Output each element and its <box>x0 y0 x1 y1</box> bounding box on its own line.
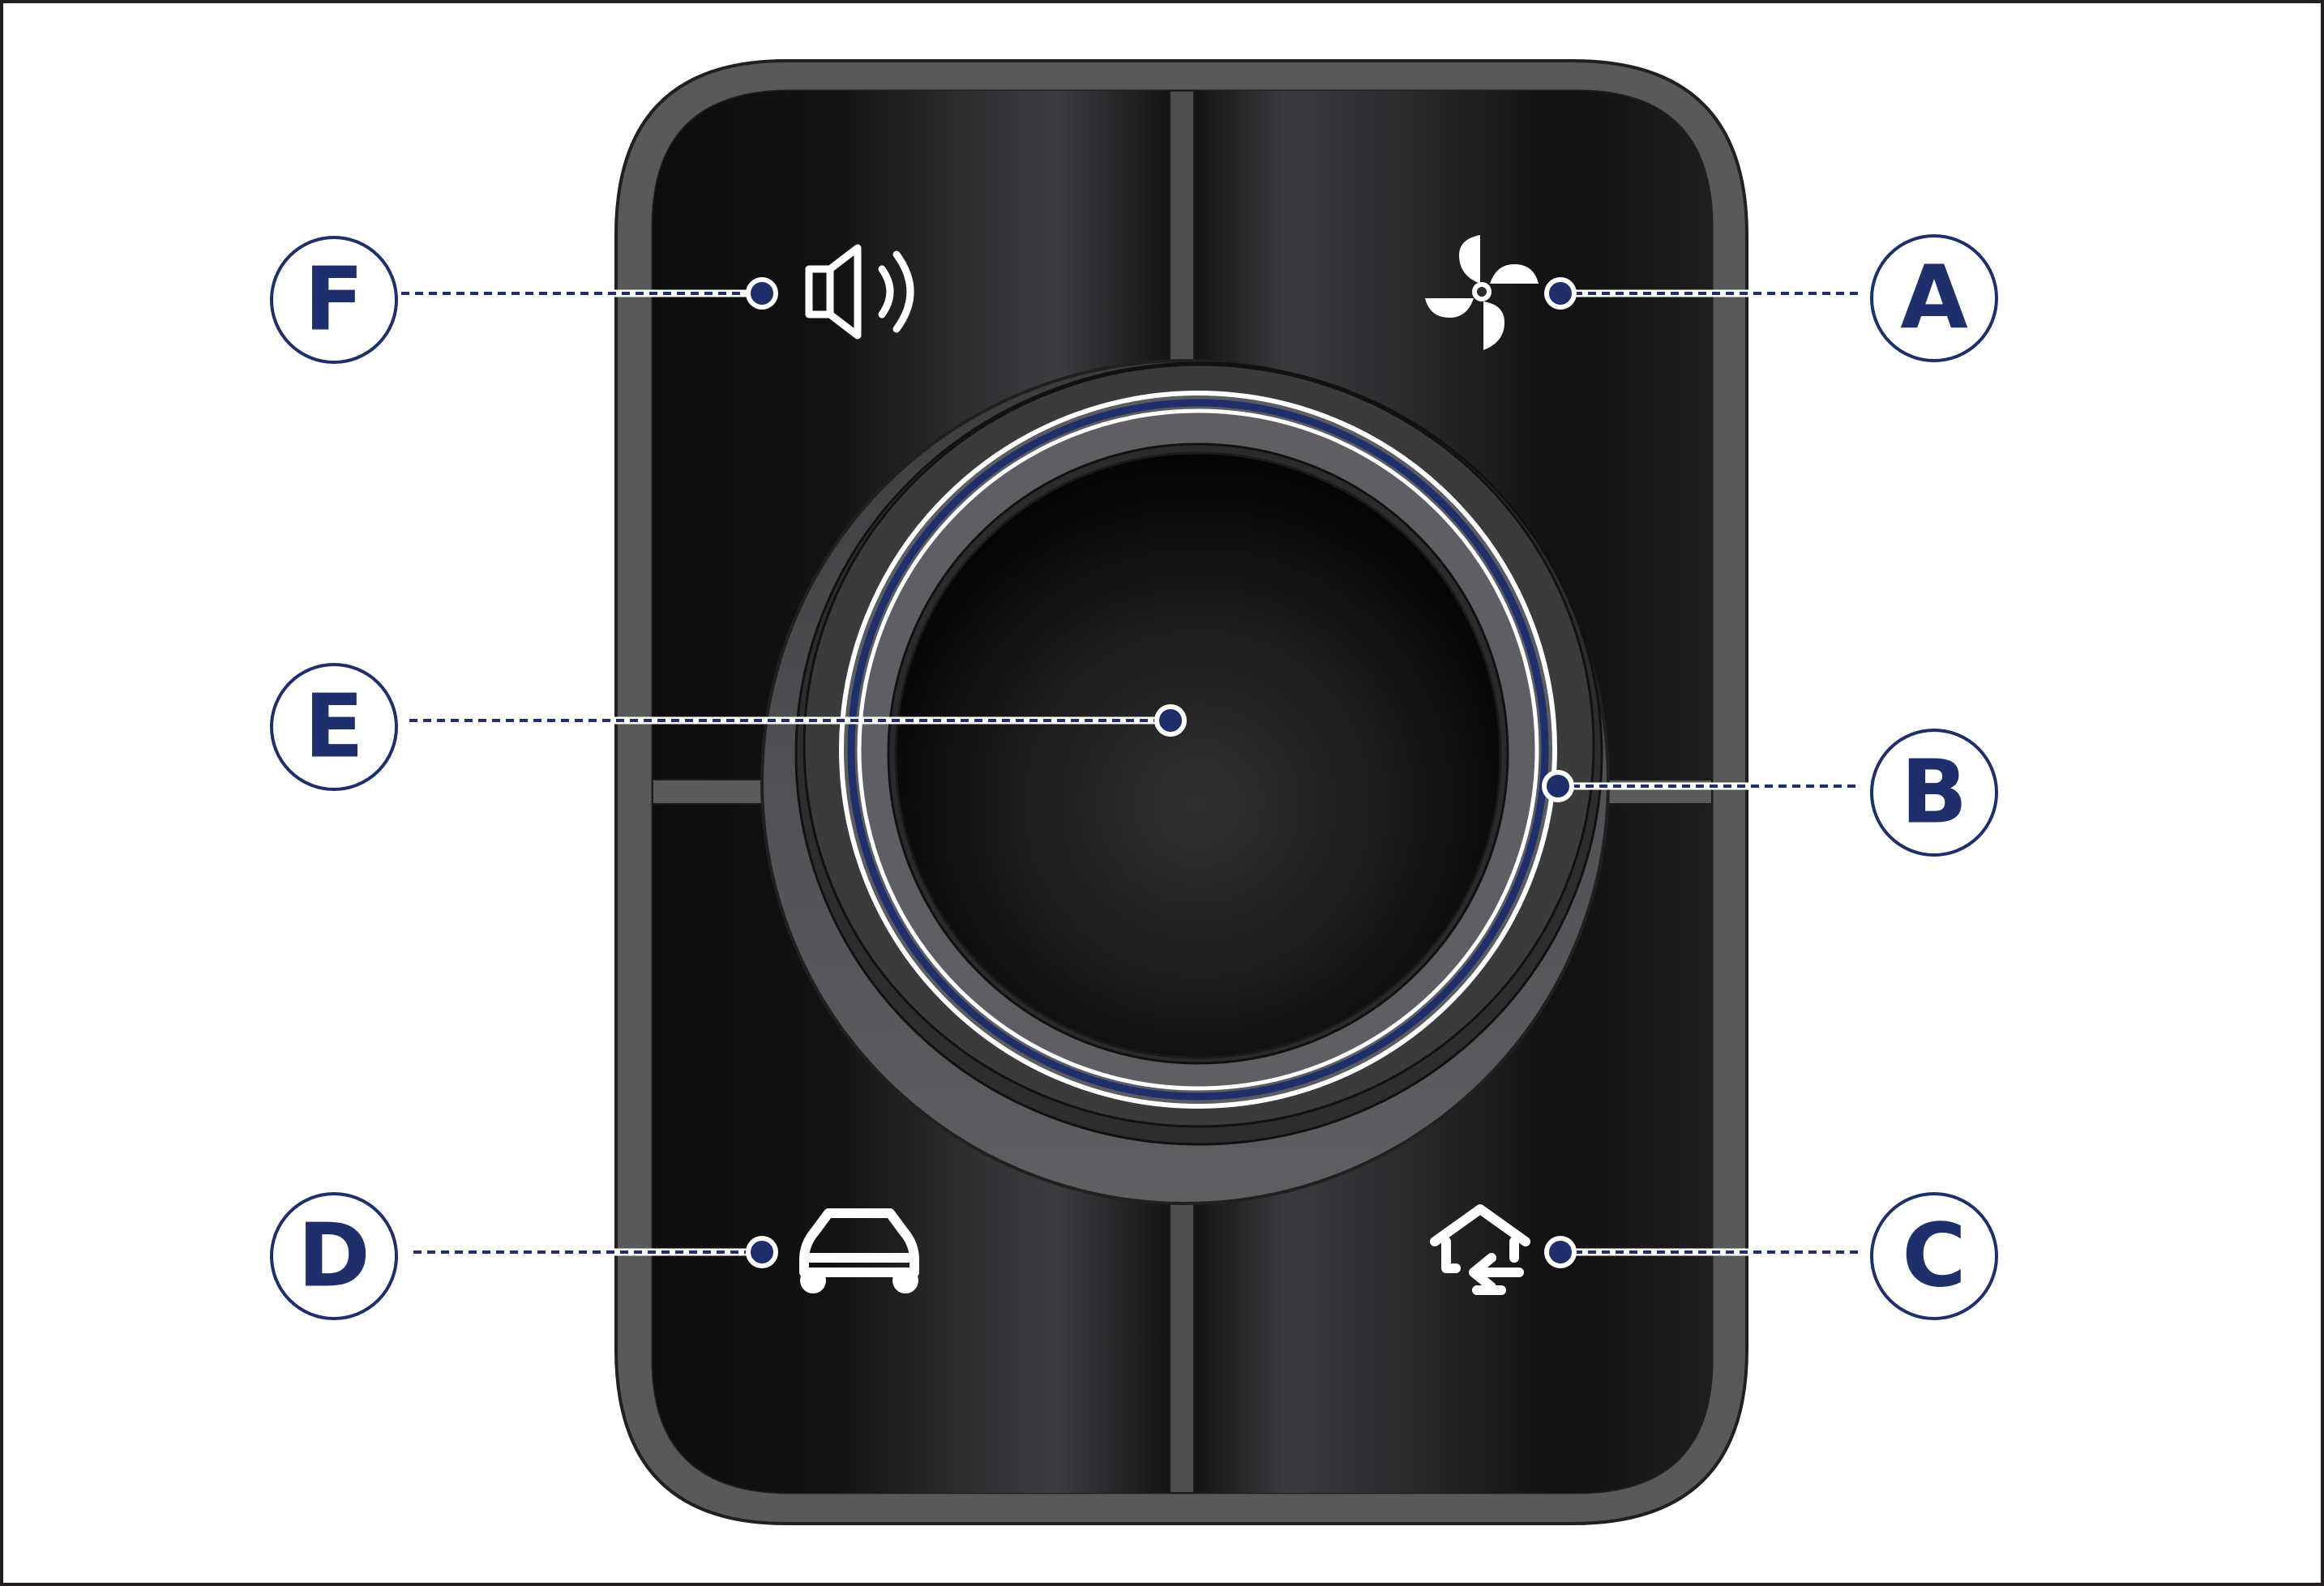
home-arrow-icon <box>1430 1204 1530 1295</box>
callout-letter-D: D <box>297 1206 370 1307</box>
dot-D <box>746 1236 778 1268</box>
leader-dots <box>746 277 1577 1268</box>
dot-C <box>1544 1236 1577 1268</box>
callout-F: F <box>270 236 398 364</box>
car-icon <box>799 1208 919 1293</box>
dot-F <box>746 277 778 310</box>
callout-letter-B: B <box>1901 742 1967 844</box>
callout-letter-C: C <box>1902 1206 1966 1307</box>
callout-letter-A: A <box>1900 248 1968 349</box>
speaker-icon <box>805 244 914 340</box>
callout-E: E <box>270 663 398 791</box>
fan-icon <box>1425 235 1539 350</box>
callout-letter-E: E <box>304 677 364 778</box>
dot-B <box>1542 770 1574 802</box>
leader-lines-dashed <box>401 292 1858 1254</box>
dot-A <box>1544 277 1577 310</box>
callout-B: B <box>1870 729 1998 857</box>
callout-C: C <box>1870 1192 1998 1320</box>
callout-D: D <box>270 1192 398 1320</box>
callout-A: A <box>1870 234 1998 362</box>
callout-letter-F: F <box>304 250 364 351</box>
rotary-assembly <box>760 359 1610 1205</box>
dot-E <box>1154 704 1187 737</box>
center-knob[interactable] <box>894 451 1502 1059</box>
